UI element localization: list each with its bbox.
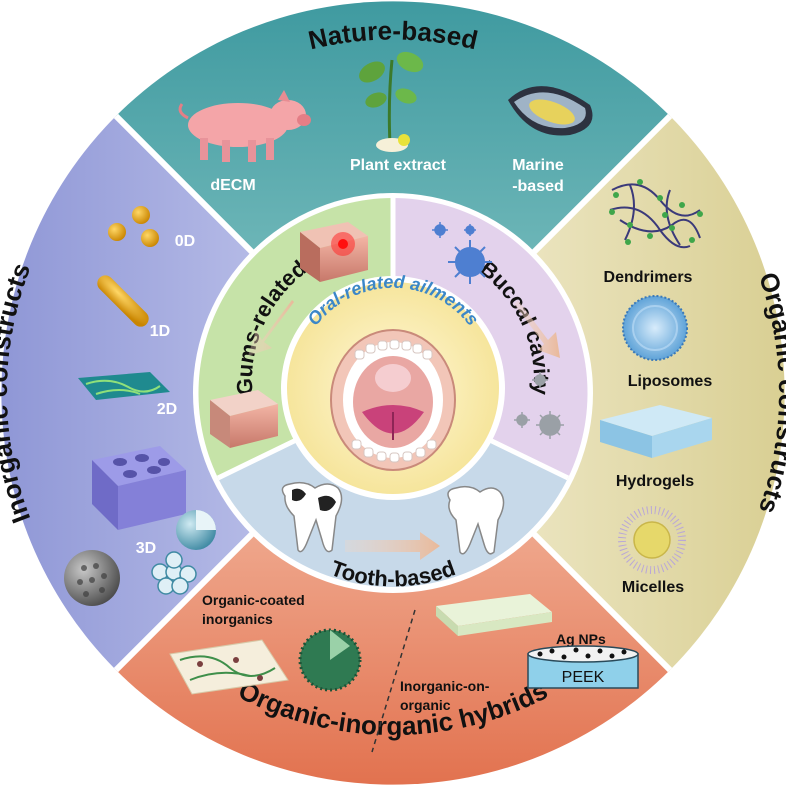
ag-nps-label: Ag NPs	[556, 631, 606, 647]
gum-tissue-inflamed-icon	[300, 222, 368, 282]
virus-small-icon	[432, 222, 476, 238]
3d-label: 3D	[136, 540, 156, 557]
micelles-label: Micelles	[622, 579, 684, 596]
0d-label: 0D	[175, 233, 195, 250]
coated-sheet-icon	[169, 639, 289, 695]
dendrimers-label: Dendrimers	[604, 269, 693, 286]
liposomes-label: Liposomes	[628, 373, 713, 390]
virus-large-icon	[448, 240, 492, 284]
organic-label: organic	[400, 697, 451, 713]
pig-icon	[178, 90, 311, 162]
1d-nanorod-icon	[97, 275, 149, 327]
2d-nanosheet-icon	[78, 372, 170, 400]
hydrogel-icon	[600, 405, 712, 458]
hybrids-divider	[371, 609, 416, 753]
marine-based-label: -based	[512, 178, 564, 195]
coated-nanosphere-icon	[298, 628, 362, 692]
organic-coated-label: Organic-coated	[202, 592, 305, 608]
2d-label: 2D	[157, 401, 177, 418]
marine-label: Marine	[512, 157, 564, 174]
buccal-arrow	[514, 300, 560, 358]
gums-arrow	[248, 300, 294, 356]
0d-nanoparticles-icon	[108, 206, 159, 247]
nanocluster-icon	[151, 551, 197, 595]
dendrimer-dots	[609, 179, 703, 245]
micelle-icon	[618, 506, 686, 574]
peek-disk-icon	[527, 645, 639, 689]
liposome-icon	[622, 295, 688, 361]
mouth-icon	[330, 329, 456, 471]
plant-icon	[359, 51, 424, 152]
coated-implant-icon	[436, 594, 552, 636]
decayed-tooth-icon	[281, 481, 343, 553]
3d-porous-scaffold-icon	[92, 446, 186, 530]
virus-grey-icon	[514, 372, 564, 439]
inorganic-on-label: Inorganic-on-	[400, 678, 490, 694]
inorganics-label: inorganics	[202, 611, 273, 627]
peek-label: PEEK	[562, 669, 605, 686]
hydrogels-label: Hydrogels	[616, 473, 694, 490]
tooth-arrow	[345, 532, 440, 560]
plant-extract-label: Plant extract	[350, 157, 447, 174]
healthy-tooth-icon	[447, 485, 505, 555]
1d-label: 1D	[150, 323, 170, 340]
decm-label: dECM	[210, 177, 255, 194]
gum-tissue-healthy-icon	[210, 390, 278, 448]
mesoporous-sphere-icon	[64, 550, 120, 606]
core-shell-particle-icon	[176, 510, 216, 550]
mussel-icon	[508, 86, 593, 136]
